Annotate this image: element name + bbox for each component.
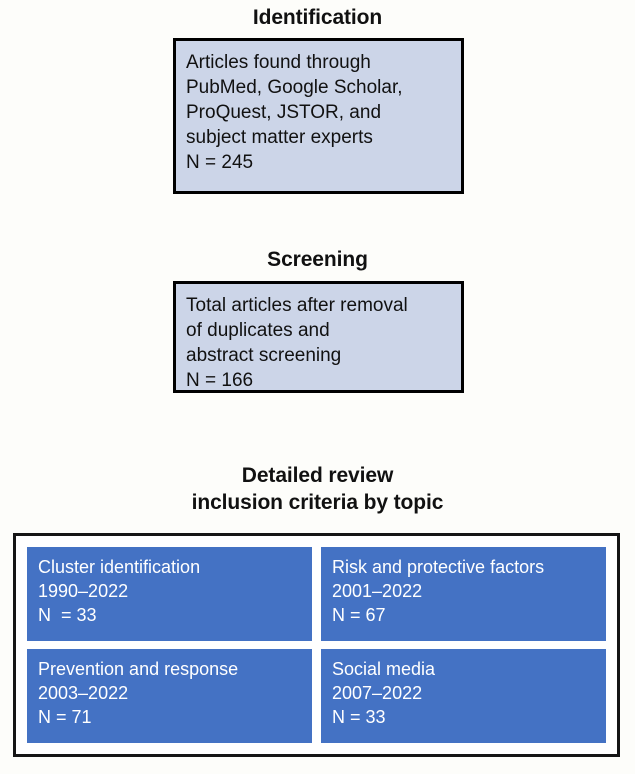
identification-box: Articles found through PubMed, Google Sc…: [173, 38, 464, 194]
detailed-review-heading-line-2: inclusion criteria by topic: [191, 491, 444, 514]
identification-line-4: subject matter experts: [186, 127, 373, 148]
identification-line-2: PubMed, Google Scholar,: [186, 77, 403, 98]
screening-box: Total articles after removal of duplicat…: [173, 281, 464, 393]
screening-line-1: Total articles after removal: [186, 295, 408, 316]
topic-count: N = 71: [38, 707, 92, 727]
topic-count: N = 33: [332, 707, 386, 727]
topic-year-range: 2001–2022: [332, 581, 423, 601]
topic-box-social-media: Social media 2007–2022 N = 33: [321, 649, 606, 743]
screening-count: N = 166: [186, 370, 254, 391]
topic-title: Prevention and response: [38, 659, 239, 679]
screening-line-3: abstract screening: [186, 345, 342, 366]
topic-count: N = 33: [38, 605, 97, 625]
topic-count: N = 67: [332, 605, 386, 625]
topic-title: Risk and protective factors: [332, 557, 545, 577]
topic-title: Cluster identification: [38, 557, 201, 577]
screening-line-2: of duplicates and: [186, 320, 330, 341]
detailed-review-heading-line-1: Detailed review: [241, 464, 394, 487]
screening-heading: Screening: [267, 248, 368, 271]
identification-count: N = 245: [186, 152, 254, 173]
topic-year-range: 2007–2022: [332, 683, 423, 703]
identification-line-3: ProQuest, JSTOR, and: [186, 102, 382, 123]
detailed-review-heading: Detailed review inclusion criteria by to…: [0, 462, 635, 516]
identification-line-1: Articles found through: [186, 52, 371, 73]
topic-box-cluster-identification: Cluster identification 1990–2022 N = 33: [27, 547, 312, 641]
identification-heading: Identification: [252, 6, 383, 29]
detailed-review-container: Cluster identification 1990–2022 N = 33 …: [13, 533, 620, 757]
topic-title: Social media: [332, 659, 436, 679]
topic-box-prevention-and-response: Prevention and response 2003–2022 N = 71: [27, 649, 312, 743]
topic-grid: Cluster identification 1990–2022 N = 33 …: [27, 547, 606, 743]
topic-year-range: 1990–2022: [38, 581, 129, 601]
topic-year-range: 2003–2022: [38, 683, 129, 703]
topic-box-risk-and-protective-factors: Risk and protective factors 2001–2022 N …: [321, 547, 606, 641]
